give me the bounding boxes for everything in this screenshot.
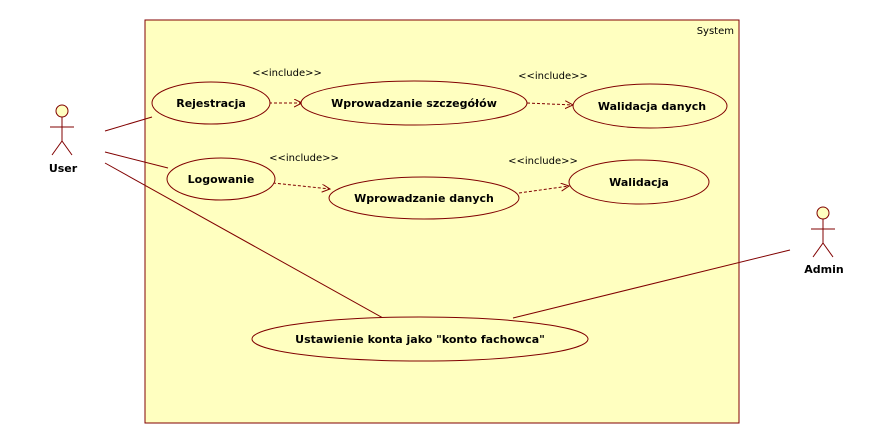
include-arrow-4 (518, 186, 569, 194)
usecase-walidacja-danych-label: Walidacja danych (598, 100, 706, 113)
usecase-rejestracja[interactable]: Rejestracja (151, 81, 271, 125)
include-label-2: <<include>> (518, 71, 588, 82)
usecase-wprowadzanie-szczegolow-label: Wprowadzanie szczegółów (331, 97, 497, 110)
system-label: System (697, 26, 734, 37)
assoc-user-konto (104, 162, 384, 319)
usecase-logowanie[interactable]: Logowanie (166, 157, 276, 201)
include-label-3: <<include>> (269, 153, 339, 164)
actor-admin-label: Admin (804, 263, 843, 276)
usecase-rejestracja-label: Rejestracja (176, 97, 246, 110)
usecase-wprowadzanie-danych[interactable]: Wprowadzanie danych (328, 176, 520, 220)
usecase-wprowadzanie-szczegolow[interactable]: Wprowadzanie szczegółów (300, 80, 528, 126)
assoc-user-rejestracja (104, 116, 153, 132)
usecase-konto-fachowca-label: Ustawienie konta jako "konto fachowca" (295, 333, 545, 346)
include-arrow-2 (526, 103, 573, 105)
assoc-user-logowanie (104, 151, 169, 169)
usecase-konto-fachowca[interactable]: Ustawienie konta jako "konto fachowca" (251, 316, 589, 362)
usecase-wprowadzanie-danych-label: Wprowadzanie danych (354, 192, 494, 205)
actor-user-label: User (49, 162, 78, 175)
include-arrow-3 (272, 182, 330, 189)
include-label-4: <<include>> (508, 156, 578, 167)
usecase-walidacja[interactable]: Walidacja (568, 159, 710, 205)
include-label-1: <<include>> (252, 68, 322, 79)
system-boundary (144, 19, 740, 424)
usecase-walidacja-danych[interactable]: Walidacja danych (572, 83, 728, 129)
usecase-walidacja-label: Walidacja (609, 176, 669, 189)
assoc-admin-konto (512, 249, 791, 319)
actor-admin[interactable]: Admin (804, 206, 844, 276)
actor-user[interactable]: User (49, 104, 78, 175)
usecase-logowanie-label: Logowanie (188, 173, 255, 186)
